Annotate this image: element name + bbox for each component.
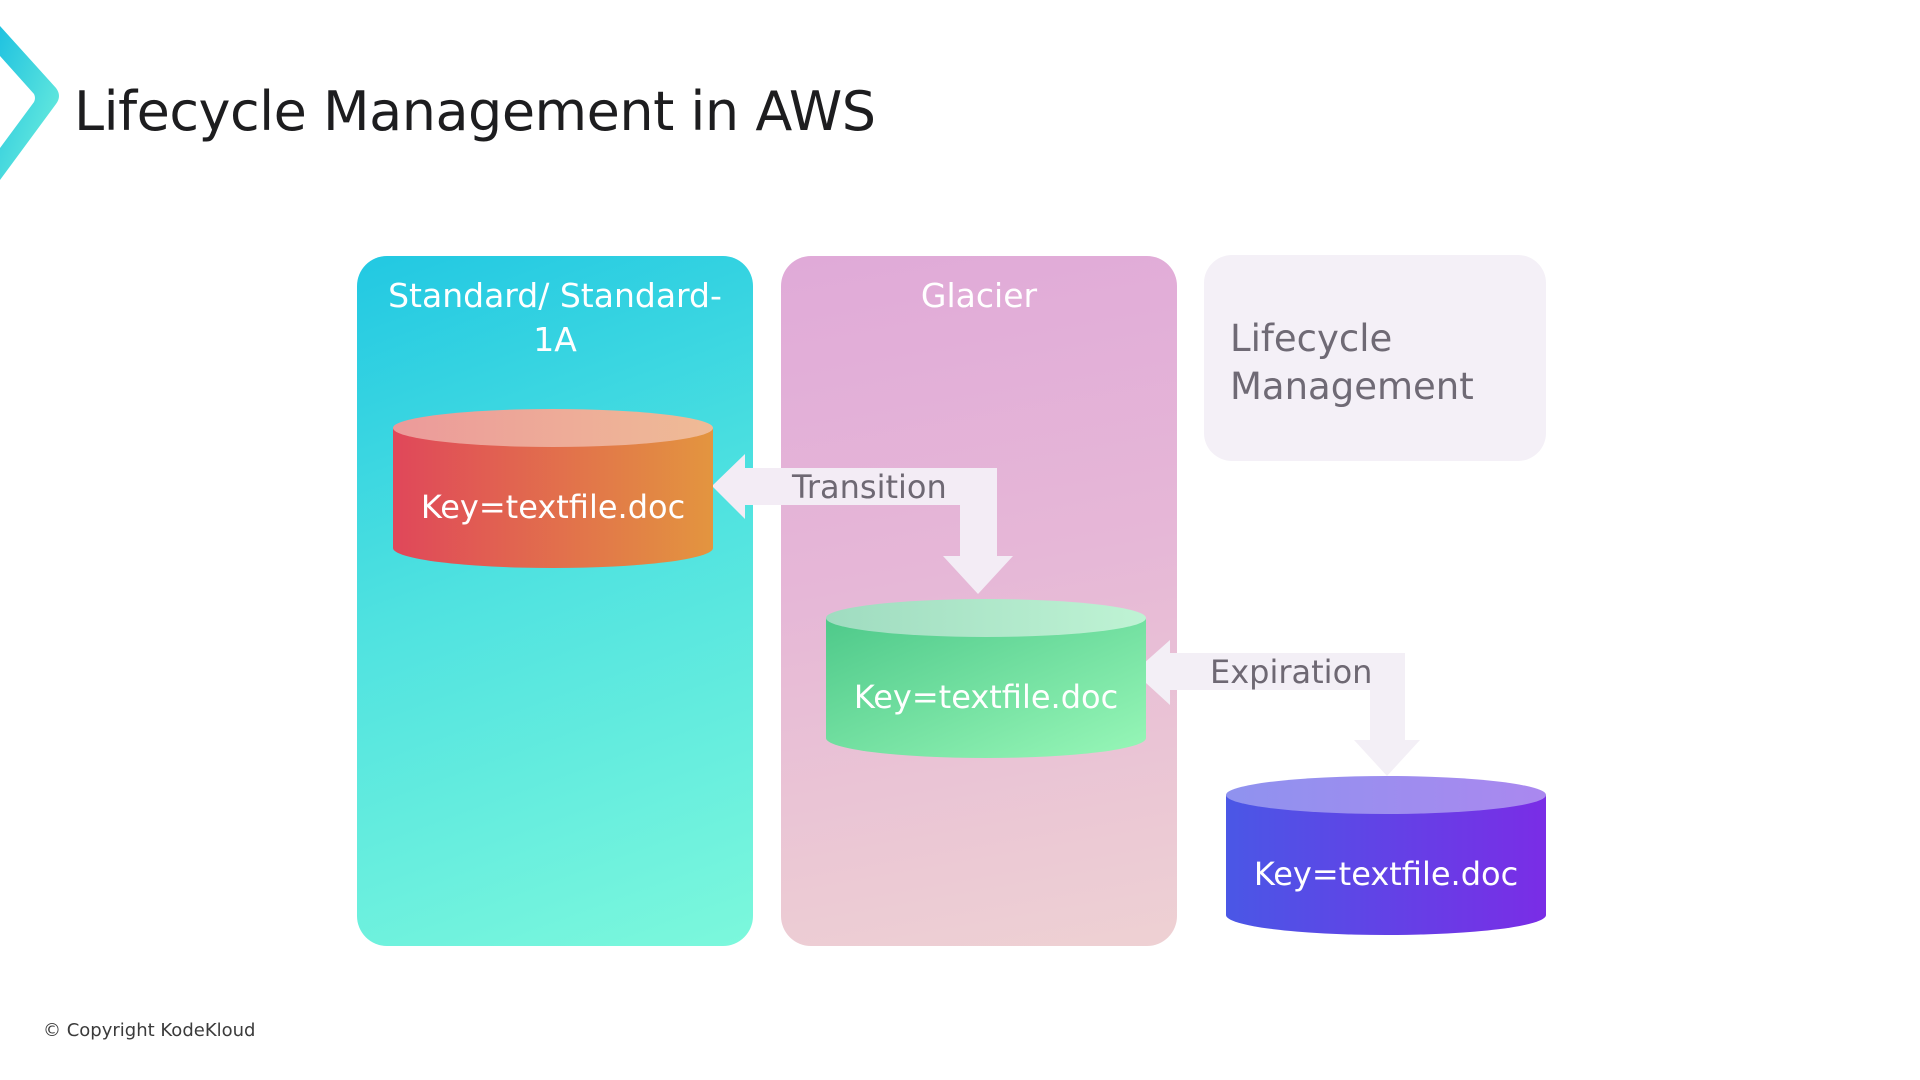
database-icon — [1226, 776, 1546, 935]
copyright-footer: © Copyright KodeKloud — [43, 1020, 256, 1041]
transition-label: Transition — [792, 468, 947, 506]
slide-title: Lifecycle Management in AWS — [74, 80, 876, 143]
chevron-right-icon — [0, 26, 59, 180]
database-icon — [393, 409, 713, 568]
lifecycle-management-box: Lifecycle Management — [1204, 255, 1546, 461]
glacier-object-cylinder: Key=textfile.doc — [826, 598, 1146, 762]
object-key-label: Key=textfile.doc — [420, 488, 686, 526]
expired-object-cylinder: Key=textfile.doc — [1226, 775, 1546, 939]
lifecycle-management-label: Lifecycle Management — [1230, 317, 1474, 408]
standard-object-cylinder: Key=textfile.doc — [393, 408, 713, 572]
glacier-panel-title: Glacier — [920, 276, 1038, 315]
object-key-label: Key=textfile.doc — [853, 678, 1119, 716]
expiration-label: Expiration — [1210, 653, 1373, 691]
standard-storage-panel: Standard/ Standard-1A — [357, 256, 753, 946]
database-icon — [826, 599, 1146, 758]
object-key-label: Key=textfile.doc — [1253, 855, 1519, 893]
standard-panel-title: Standard/ Standard-1A — [388, 276, 722, 359]
